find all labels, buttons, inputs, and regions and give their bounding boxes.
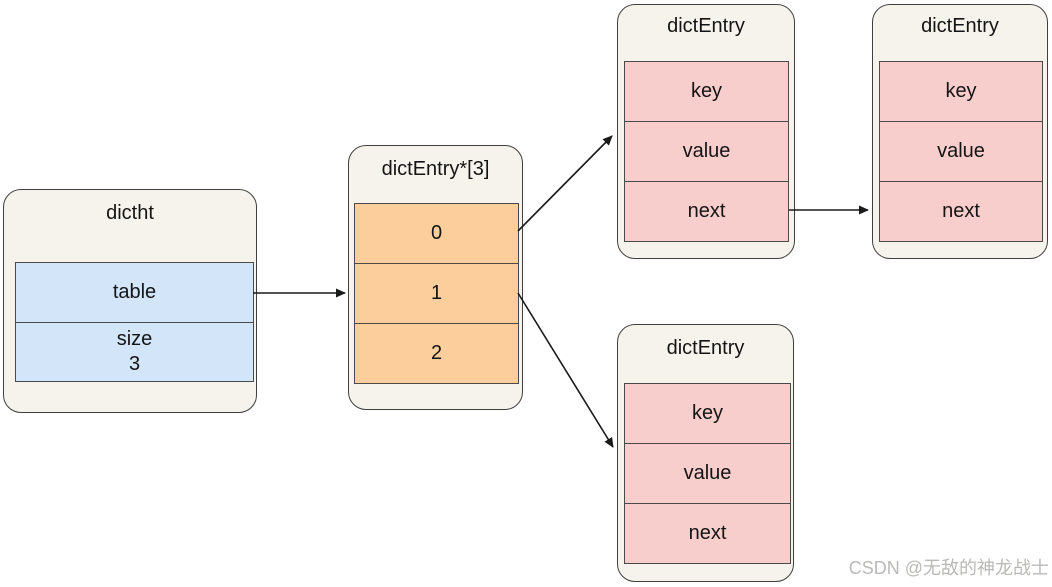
node-dictentry-bottom-cells: key value next (624, 383, 791, 564)
node-dictentry-bottom: dictEntry key value next (617, 324, 794, 582)
node-dictentry-top-first-title: dictEntry (667, 15, 745, 37)
csdn-watermark: CSDN @无敌的神龙战士 (848, 558, 1049, 578)
node-dictentry-top-second-cells: key value next (879, 61, 1043, 242)
node-bucket-array: dictEntry*[3] 0 1 2 (348, 145, 523, 410)
entry-top-second-next: next (879, 181, 1043, 242)
node-dictentry-bottom-title: dictEntry (666, 337, 745, 359)
entry-top-first-key: key (624, 61, 789, 122)
node-dictht-cells: table size 3 (15, 262, 254, 382)
node-bucket-array-cells: 0 1 2 (354, 203, 519, 384)
dictht-size-value: 3 (128, 353, 141, 375)
node-dictentry-top-first: dictEntry key value next (617, 4, 795, 259)
node-dictentry-top-second-title: dictEntry (921, 15, 999, 37)
dictht-size-label: size (116, 328, 153, 350)
entry-top-second-key: key (879, 61, 1043, 122)
node-dictht: dictht table size 3 (3, 189, 257, 413)
entry-bottom-next: next (624, 503, 791, 564)
entry-bottom-value: value (624, 443, 791, 504)
entry-bottom-key: key (624, 383, 791, 444)
bucket-cell-2: 2 (354, 323, 519, 384)
entry-top-first-next: next (624, 181, 789, 242)
arrow-bucket1-to-bottom-dictentry (517, 292, 614, 448)
node-dictht-title: dictht (106, 202, 154, 224)
node-dictentry-top-first-cells: key value next (624, 61, 789, 242)
entry-top-second-value: value (879, 121, 1043, 182)
dictht-size-cell: size 3 (15, 322, 254, 382)
dictht-table-cell: table (15, 262, 254, 323)
arrow-bucket0-to-top-dictentry (517, 135, 613, 232)
dictht-table-label: table (112, 281, 157, 303)
entry-top-first-value: value (624, 121, 789, 182)
node-dictentry-top-second: dictEntry key value next (872, 4, 1048, 259)
node-bucket-array-title: dictEntry*[3] (381, 158, 490, 180)
bucket-cell-0: 0 (354, 203, 519, 264)
bucket-cell-1: 1 (354, 263, 519, 324)
